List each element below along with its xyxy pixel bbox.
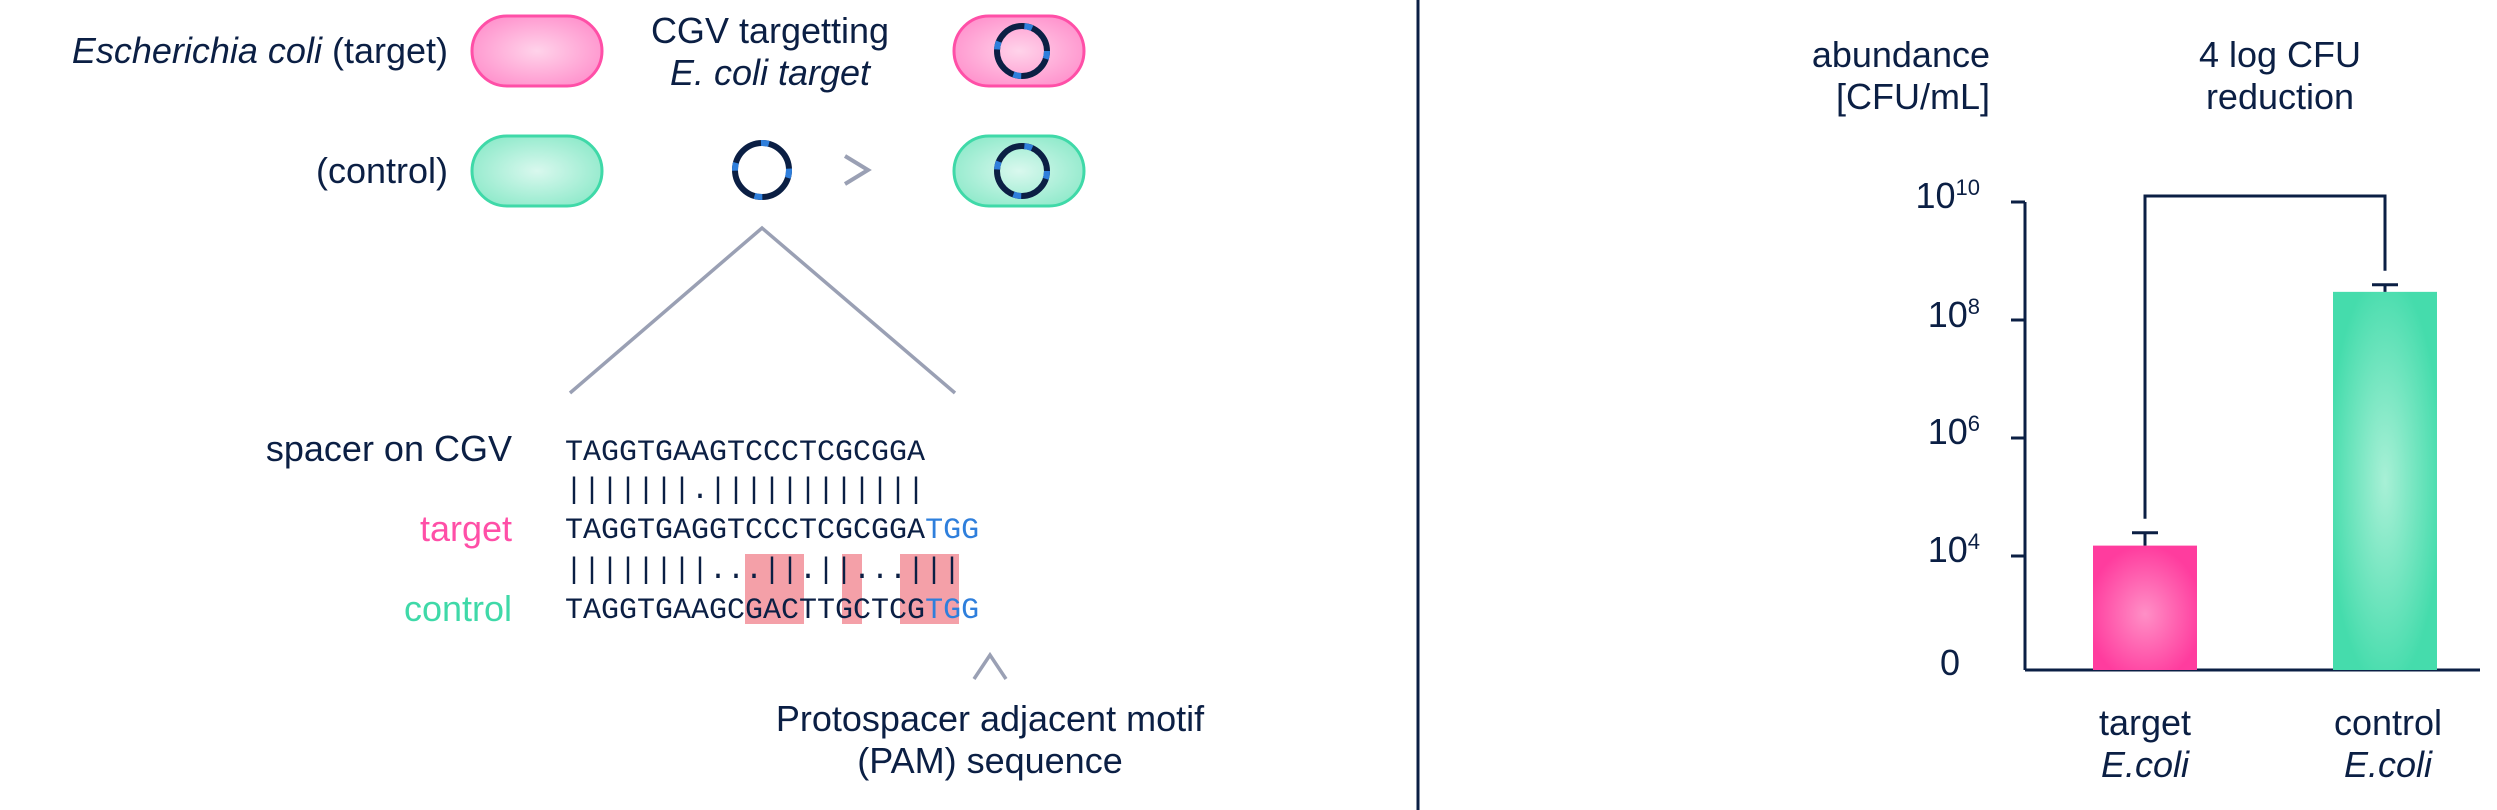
chevron-right-icon xyxy=(843,154,872,186)
control-sequence-row: TAGGTGAAGCGACTTGCTCGTGG xyxy=(565,594,979,628)
x-label-target-species: E.coli xyxy=(2100,744,2190,785)
mismatch-highlight-2 xyxy=(842,554,862,624)
bar-chart xyxy=(2011,194,2480,672)
plasmid-in-target-icon xyxy=(994,23,1050,79)
comparison-bracket xyxy=(2143,194,2387,519)
target-sequence: TAGGTGAGGTCCCTCGCGGA xyxy=(565,514,926,548)
pam-caption-line1: Protospacer adjacent motif xyxy=(775,698,1205,739)
y-axis-label-line2: [CFU/mL] xyxy=(1835,76,1990,117)
bar-target xyxy=(2093,545,2197,670)
y-tick-0: 0 xyxy=(1939,642,1960,683)
y-tick-10-8: 108 xyxy=(1927,294,1980,335)
reduction-annotation-line2: reduction xyxy=(2205,76,2355,117)
mismatch-highlight-1 xyxy=(745,554,804,624)
control-pam: TGG xyxy=(925,594,980,628)
mismatch-highlight-3 xyxy=(900,554,959,624)
target-label: target xyxy=(419,508,512,549)
zoom-lines xyxy=(568,225,957,395)
control-strain-label: (control) xyxy=(315,150,448,191)
y-tick-10-6: 106 xyxy=(1927,411,1980,452)
cgv-subtitle: E. coli target xyxy=(669,52,871,93)
spacer-sequence: TAGGTGAAGTCCCTCGCGGA xyxy=(565,436,926,470)
match-line-1: |||||||.|||||||||||| xyxy=(565,474,926,508)
x-label-control-species: E.coli xyxy=(2343,744,2433,785)
match-line-2: ||||||||...||.||...||| xyxy=(565,554,962,588)
control-label: control xyxy=(403,588,512,629)
caret-up-icon xyxy=(972,651,1008,680)
bar-control xyxy=(2333,291,2437,670)
species-name: Escherichia coli xyxy=(71,30,322,71)
control-cell-with-cgv xyxy=(952,134,1086,208)
target-pam: TGG xyxy=(925,514,980,548)
reduction-annotation-line1: 4 log CFU xyxy=(2198,34,2362,75)
target-sequence-row: TAGGTGAGGTCCCTCGCGGATGG xyxy=(565,514,979,548)
target-cell xyxy=(470,14,604,88)
y-tick-10-4: 104 xyxy=(1927,529,1980,570)
control-cell xyxy=(470,134,604,208)
target-cell-with-cgv xyxy=(952,14,1086,88)
cgv-title: CGV targetting xyxy=(650,10,890,51)
y-axis-label-line1: abundance xyxy=(1811,34,1990,75)
target-strain-label: Escherichia coli (target) xyxy=(0,30,448,72)
target-tag: (target) xyxy=(321,30,448,71)
control-sequence: TAGGTGAAGCGACTTGCTCG xyxy=(565,594,926,628)
x-label-control: control xyxy=(2333,702,2443,743)
plasmid-in-control-icon xyxy=(994,143,1050,199)
spacer-label: spacer on CGV xyxy=(265,428,512,469)
x-label-target: target xyxy=(2098,702,2192,743)
pam-caption-line2: (PAM) sequence xyxy=(857,740,1123,781)
plasmid-icon xyxy=(732,140,792,200)
y-tick-10-10: 1010 xyxy=(1915,175,1980,216)
